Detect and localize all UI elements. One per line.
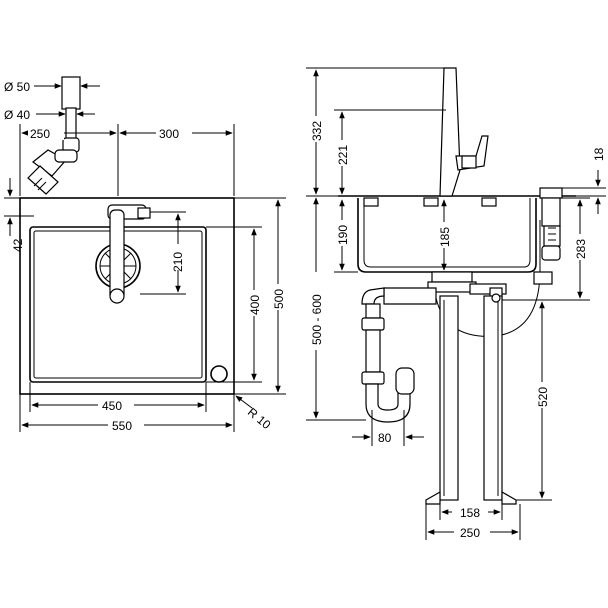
dim-300-plan-label: 300 — [159, 127, 179, 141]
dim-185-label: 185 — [438, 227, 452, 247]
dim-500-600-label: 500 - 600 — [310, 294, 324, 345]
sink-outline — [19, 197, 235, 395]
dim-42-label: 42 — [11, 238, 25, 252]
dim-phi50-label: Ø 50 — [4, 80, 30, 94]
side-view: 332 221 18 190 185 283 500 - 600 — [306, 67, 606, 540]
dim-221-label: 221 — [336, 145, 350, 165]
dim-520-label: 520 — [536, 387, 550, 407]
dim-250-side-label: 250 — [460, 526, 480, 540]
dim-r10-label: R 10 — [245, 405, 274, 432]
plan-view: Ø 50 Ø 40 250 300 42 210 400 — [4, 76, 286, 433]
dim-250-plan-label: 250 — [30, 127, 50, 141]
dim-18-label: 18 — [592, 147, 606, 161]
dim-phi40-label: Ø 40 — [4, 108, 30, 122]
dim-550-label: 550 — [112, 419, 132, 433]
faucet-side-icon — [439, 67, 489, 197]
dim-158-label: 158 — [460, 506, 480, 520]
cabinet-legs — [425, 293, 517, 505]
dim-80-label: 80 — [378, 431, 392, 445]
dim-190-label: 190 — [336, 225, 350, 245]
dim-210-label: 210 — [171, 252, 185, 272]
dim-332-label: 332 — [310, 121, 324, 141]
dim-400-label: 400 — [248, 295, 262, 315]
overflow-hole — [210, 365, 228, 383]
dim-450-label: 450 — [102, 399, 122, 413]
waste-pipe-icon — [27, 76, 81, 195]
trap-assembly-icon — [361, 187, 563, 423]
dim-500-label: 500 — [272, 289, 286, 309]
dim-283-label: 283 — [574, 239, 588, 259]
faucet-plan-icon — [107, 204, 151, 304]
